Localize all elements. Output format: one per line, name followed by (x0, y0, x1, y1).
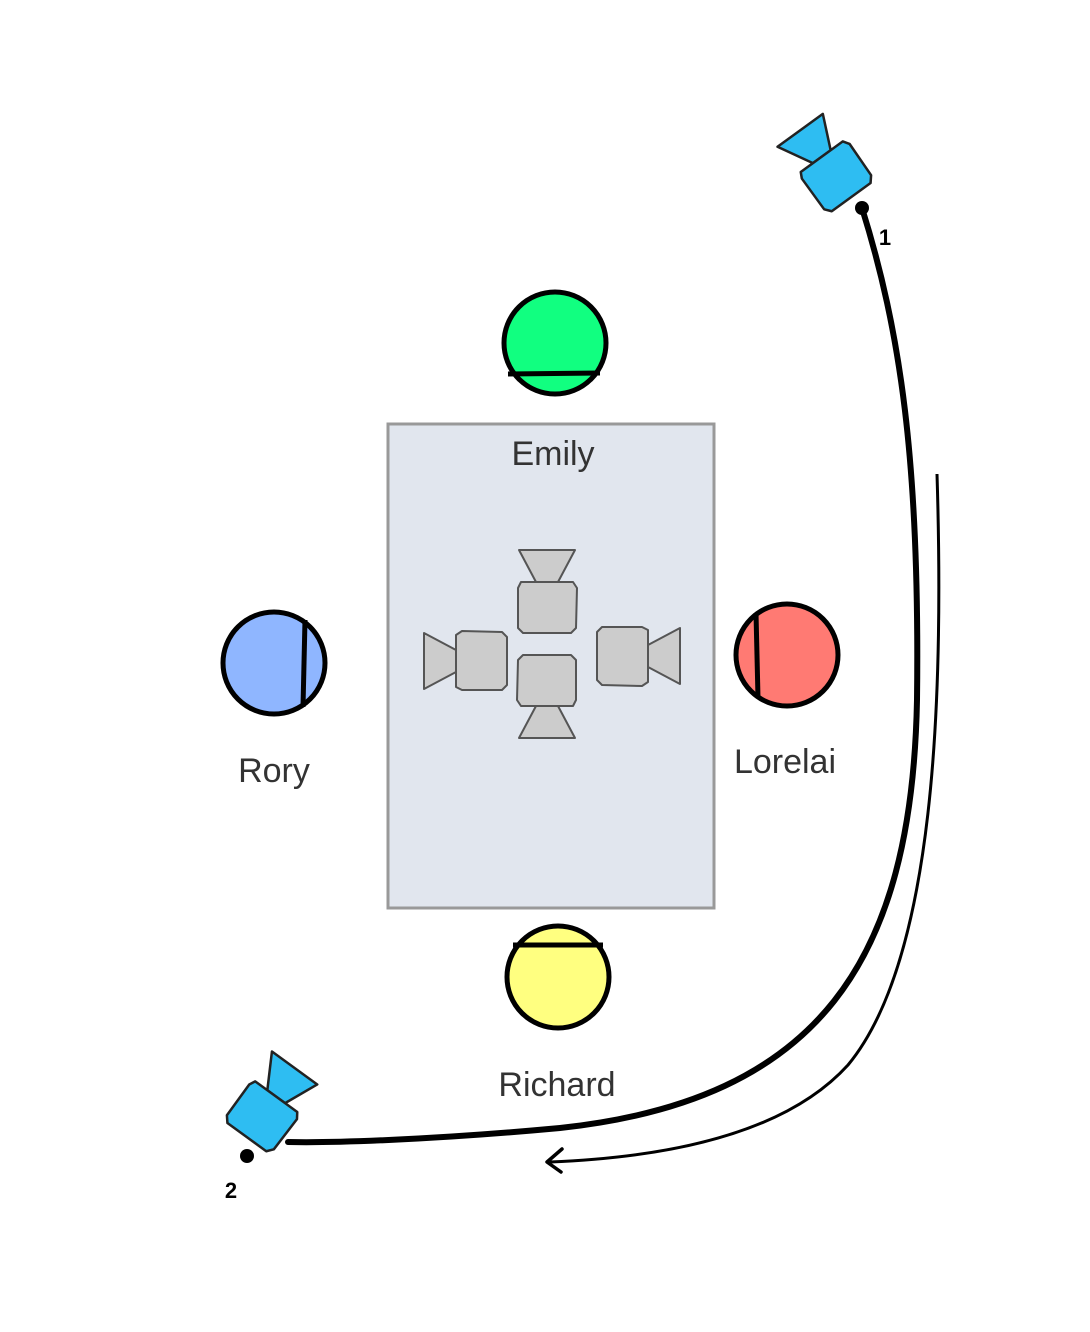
character-emily: Emily (501, 289, 609, 473)
character-rory-marker (220, 609, 328, 717)
table-camera-left-icon (423, 630, 508, 691)
camera-icon (225, 1050, 319, 1153)
camera-position-1-label: 1 (879, 225, 891, 250)
camera-dolly-path (285, 205, 921, 1146)
character-lorelai-label: Lorelai (734, 743, 836, 781)
camera-position-2: 2 (225, 1050, 319, 1203)
character-emily-label: Emily (511, 435, 594, 473)
character-emily-facing-line (507, 370, 601, 377)
character-emily-marker (501, 289, 609, 397)
character-lorelai-facing-line (753, 612, 761, 699)
camera-move-arrow (549, 473, 941, 1164)
character-richard: Richard (498, 923, 616, 1104)
camera-position-2-label: 2 (225, 1178, 237, 1203)
table-camera-down-icon (516, 654, 577, 739)
camera-icon (776, 112, 873, 213)
table-camera-up-icon (517, 549, 578, 634)
camera-position-1-marker (855, 201, 869, 215)
camera-position-2-marker (240, 1149, 254, 1163)
character-richard-label: Richard (498, 1066, 615, 1104)
character-lorelai-marker (733, 601, 841, 709)
camera-position-1: 1 (776, 112, 891, 250)
character-lorelai: Lorelai (733, 601, 841, 781)
character-rory-facing-line (300, 619, 308, 708)
arrow-icon (545, 1147, 564, 1174)
character-richard-marker (504, 923, 612, 1031)
table-camera-right-icon (596, 626, 681, 687)
character-rory: Rory (220, 609, 328, 790)
character-rory-label: Rory (238, 752, 310, 790)
